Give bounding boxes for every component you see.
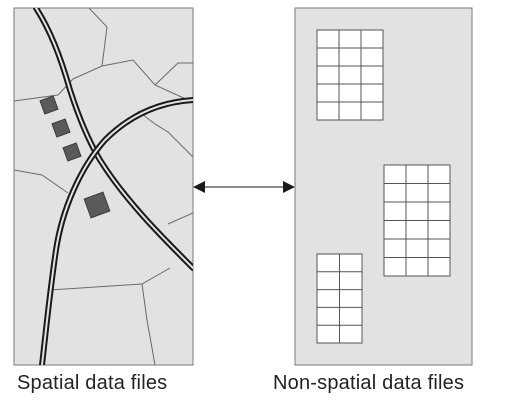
spatial-caption: Spatial data files [17, 372, 168, 394]
road-inner [35, 8, 193, 269]
parcel-line [167, 212, 193, 225]
parcel-line [101, 59, 189, 101]
table-grid-2 [383, 164, 451, 277]
table-grid-1 [316, 29, 384, 121]
roads [33, 8, 193, 365]
parcel-line [141, 283, 156, 365]
map-background [13, 7, 194, 366]
parcel-boundaries [14, 8, 193, 365]
non-spatial-panel [294, 7, 473, 366]
building [62, 142, 82, 162]
parcel-line [14, 169, 69, 194]
parcel-line [137, 110, 193, 158]
non-spatial-caption: Non-spatial data files [273, 372, 465, 394]
building [83, 191, 111, 219]
arrow-head-left [193, 181, 205, 193]
parcel-line [154, 62, 193, 86]
building [39, 95, 59, 115]
double-headed-arrow [193, 181, 295, 193]
table-grid-3 [316, 253, 363, 344]
road-inner [41, 99, 193, 365]
spatial-map-panel [13, 7, 194, 366]
buildings [39, 95, 111, 219]
parcel-line [72, 8, 108, 80]
building [51, 118, 71, 138]
arrow-head-right [283, 181, 295, 193]
